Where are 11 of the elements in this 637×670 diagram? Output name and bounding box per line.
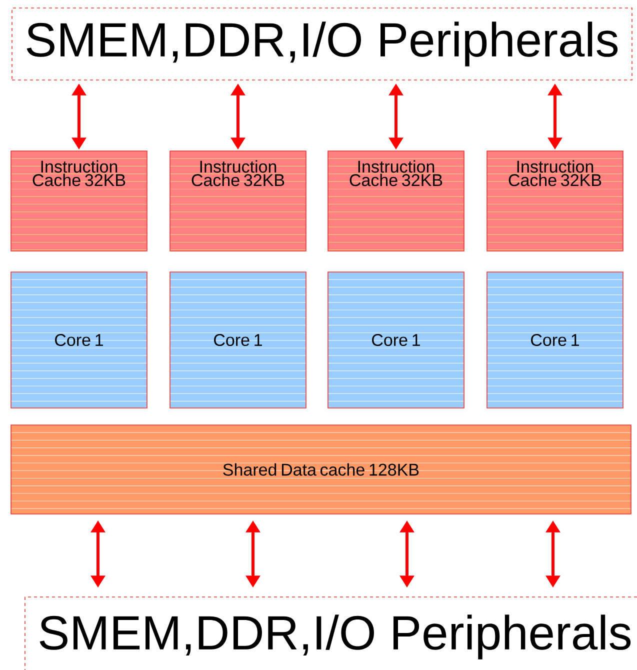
cache-box: Instruction Cache 32KB [328, 150, 464, 252]
cache-box: Instruction Cache 32KB [486, 150, 624, 252]
periphery-box: SMEM,DDR,I/O Peripherals [12, 8, 632, 80]
cache-box: Instruction Cache 32KB [10, 150, 148, 252]
core-box: Core 1 [170, 272, 306, 408]
cache-box: Instruction Cache 32KB [170, 150, 306, 252]
cache-box: Shared Data cache 128KB [10, 424, 632, 514]
periphery-box: SMEM,DDR,I/O Peripherals [24, 596, 637, 670]
core-box: Core 1 [486, 272, 624, 408]
core-box: Core 1 [328, 272, 464, 408]
core-box: Core 1 [10, 272, 148, 408]
